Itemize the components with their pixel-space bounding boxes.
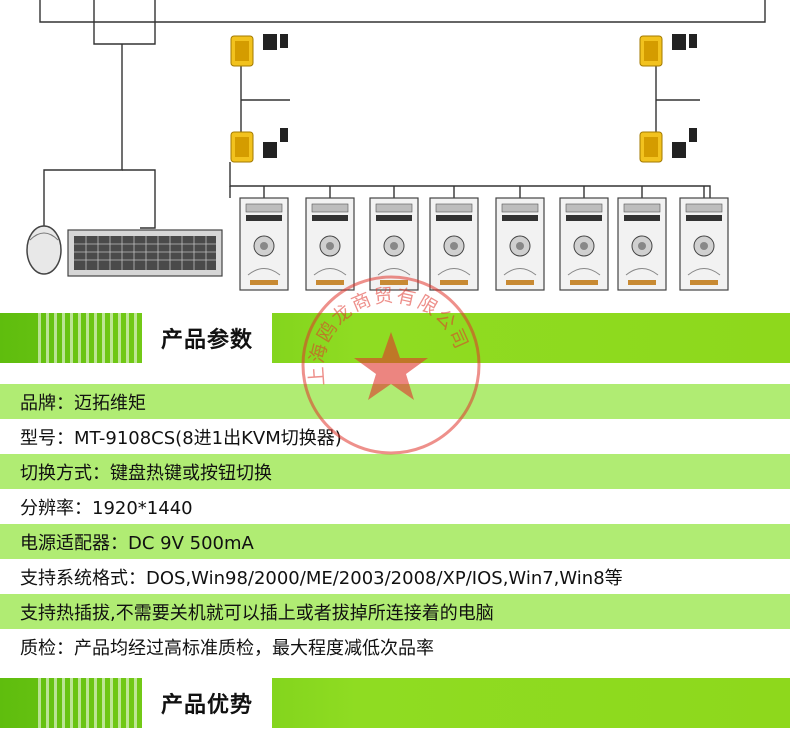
- spec-row: 支持热插拔,不需要关机就可以插上或者拔掉所连接着的电脑: [0, 594, 790, 629]
- banner-stripes: [38, 313, 146, 363]
- spec-row: 支持系统格式：DOS,Win98/2000/ME/2003/2008/XP/IO…: [0, 559, 790, 594]
- keyboard-icon: [67, 229, 223, 277]
- vga-connector-icon: [230, 128, 288, 163]
- spec-row: 切换方式：键盘热键或按钮切换: [0, 454, 790, 489]
- section-banner-advantages: 产品优势: [0, 678, 790, 728]
- banner-stripes: [38, 678, 146, 728]
- vga-connector-icon: [230, 34, 288, 67]
- pc-tower-icon: [369, 197, 419, 291]
- section-title: 产品优势: [142, 678, 272, 728]
- vga-connector-icon: [639, 34, 697, 67]
- pc-tower-icon: [305, 197, 355, 291]
- pc-tower-icon: [429, 197, 479, 291]
- pc-tower-icon: [617, 197, 667, 291]
- pc-tower-icon: [559, 197, 609, 291]
- section-title: 产品参数: [142, 313, 272, 363]
- spec-row: 电源适配器：DC 9V 500mA: [0, 524, 790, 559]
- section-banner-params: 产品参数: [0, 313, 790, 363]
- kvm-connection-diagram: [26, 0, 766, 291]
- mouse-icon: [26, 225, 62, 275]
- spec-row: 分辨率：1920*1440: [0, 489, 790, 524]
- vga-connector-icon: [639, 128, 697, 163]
- spec-row: 型号：MT-9108CS(8进1出KVM切换器): [0, 419, 790, 454]
- pc-tower-icon: [495, 197, 545, 291]
- pc-tower-icon: [239, 197, 289, 291]
- pc-tower-icon: [679, 197, 729, 291]
- spec-row: 品牌：迈拓维矩: [0, 384, 790, 419]
- spec-row: 质检：产品均经过高标准质检，最大程度减低次品率: [0, 629, 790, 664]
